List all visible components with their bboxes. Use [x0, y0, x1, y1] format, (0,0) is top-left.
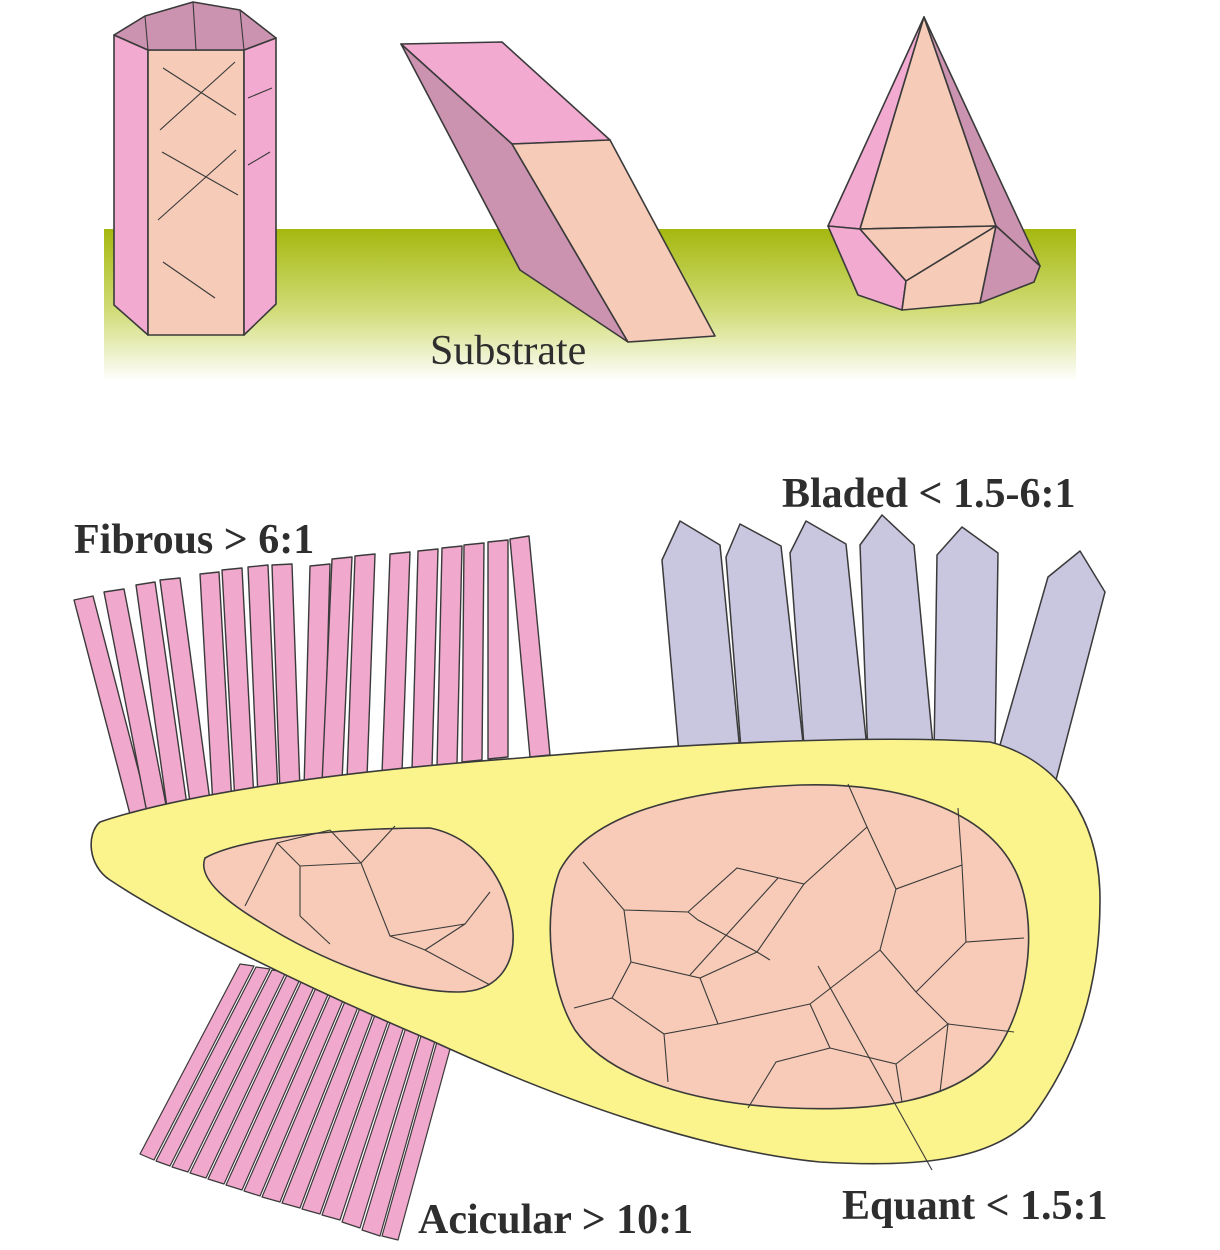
bladed-crystal [997, 550, 1106, 781]
fibrous-crystal [461, 542, 485, 763]
fibrous-crystal [509, 535, 551, 758]
bladed-crystal [933, 526, 999, 757]
bladed-crystal [789, 520, 869, 761]
bladed-crystal [859, 514, 935, 759]
equant-leader-line [817, 965, 933, 1171]
fibrous-crystal [436, 545, 463, 767]
fibrous-crystal [381, 551, 411, 775]
fibrous-crystal [411, 548, 439, 771]
tilted-prism-crystal [400, 41, 716, 343]
bladed-crystal [725, 523, 806, 763]
equant-label: Equant < 1.5:1 [842, 1183, 1108, 1229]
pyramidal-crystal [827, 16, 1041, 311]
substrate-label: Substrate [430, 328, 586, 374]
acicular-crystal [139, 963, 255, 1161]
cleavage-traces [157, 61, 273, 299]
fibrous-crystal [487, 539, 509, 760]
acicular-crystals [139, 963, 463, 1241]
acicular-crystal [155, 966, 271, 1167]
equant-mosaic-small [202, 825, 514, 993]
equant-mosaic-large [549, 783, 1030, 1171]
acicular-label: Acicular > 10:1 [418, 1197, 693, 1243]
prismatic-crystal [113, 1, 277, 336]
fibrous-crystals [73, 535, 551, 819]
bladed-label: Bladed < 1.5-6:1 [782, 471, 1075, 517]
bladed-crystals [661, 514, 1106, 781]
fibrous-label: Fibrous > 6:1 [74, 517, 314, 563]
bladed-crystal [661, 520, 742, 766]
